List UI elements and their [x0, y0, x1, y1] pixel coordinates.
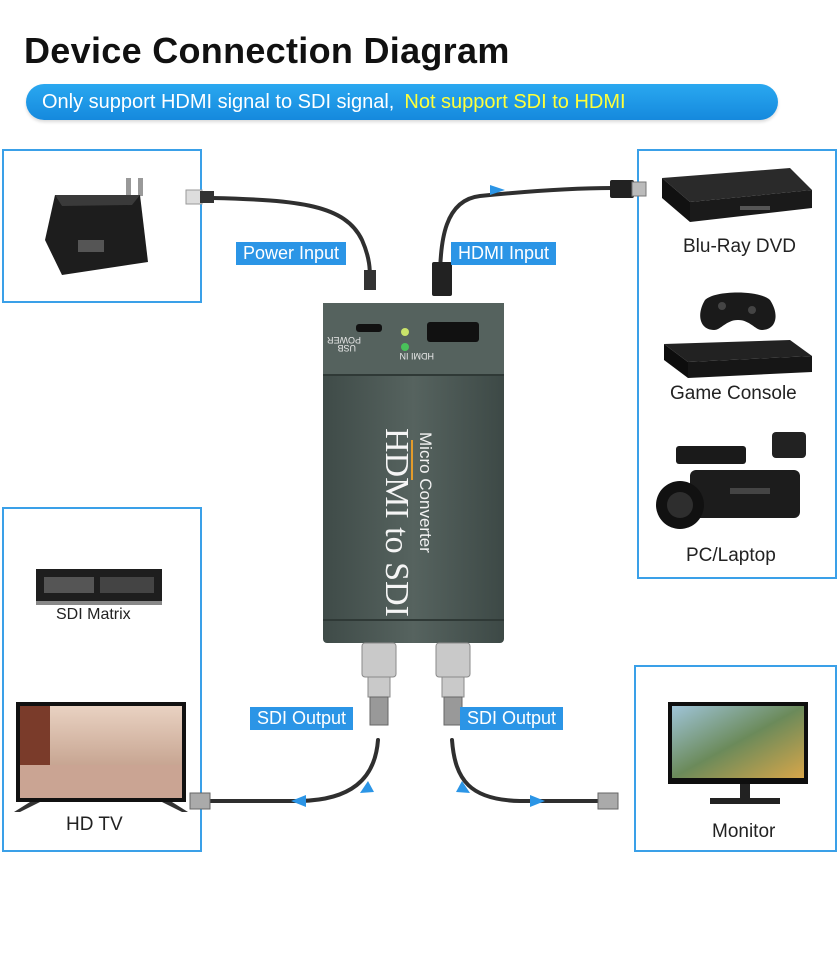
- device-usb-label: USB: [337, 343, 356, 353]
- sdi-output-right-label: SDI Output: [460, 707, 564, 730]
- monitor-icon: [668, 702, 808, 804]
- game-console-caption: Game Console: [670, 383, 797, 404]
- arrow-icon: [530, 795, 545, 807]
- sdi-matrix-caption: SDI Matrix: [56, 606, 131, 623]
- sdi-output-left-label: SDI Output: [250, 707, 354, 730]
- monitor-caption: Monitor: [712, 821, 776, 842]
- device-title: HDMI to SDI: [378, 428, 415, 617]
- bluray-caption: Blu-Ray DVD: [683, 236, 796, 257]
- hdmi-input-label: HDMI Input: [451, 242, 557, 265]
- usb-plug-icon: [185, 189, 214, 205]
- micro-usb-plug-icon: [364, 270, 376, 290]
- hdmi-port-icon: [427, 322, 479, 342]
- hd-tv-icon: [14, 702, 188, 812]
- diagram-title: Device Connection Diagram: [24, 30, 510, 71]
- pc-laptop-caption: PC/Laptop: [686, 545, 776, 566]
- power-input-label: Power Input: [236, 242, 347, 265]
- led-icon: [401, 343, 409, 351]
- support-banner: Only support HDMI signal to SDI signal, N…: [26, 84, 778, 120]
- converter-device: [189, 303, 619, 810]
- led-icon: [401, 328, 409, 336]
- power-adapter-icon: [45, 178, 148, 275]
- hdmi-cable: [438, 186, 614, 282]
- usb-port-icon: [356, 324, 382, 332]
- arrow-icon: [360, 781, 374, 793]
- sdi-cable-left: [198, 738, 380, 803]
- device-power-label: POWER: [326, 335, 361, 345]
- arrow-icon: [456, 781, 470, 793]
- sdi-cable-right: [450, 738, 602, 803]
- arrow-icon: [291, 795, 306, 807]
- banner-warning-text: Not support SDI to HDMI: [404, 91, 626, 113]
- device-hdmi-label: HDMI IN: [400, 351, 435, 361]
- hdmi-plug-icon: [432, 262, 452, 296]
- device-subtitle: Micro Converter: [416, 432, 435, 553]
- banner-support-text: Only support HDMI signal to SDI signal,: [42, 91, 395, 113]
- bluray-player-icon: [662, 168, 812, 222]
- arrow-icon: [490, 185, 505, 195]
- sdi-matrix-icon: [36, 569, 162, 605]
- hd-tv-caption: HD TV: [66, 814, 123, 835]
- power-cable: [210, 196, 372, 282]
- camcorder-icon: [656, 432, 806, 529]
- game-console-icon: [664, 292, 812, 378]
